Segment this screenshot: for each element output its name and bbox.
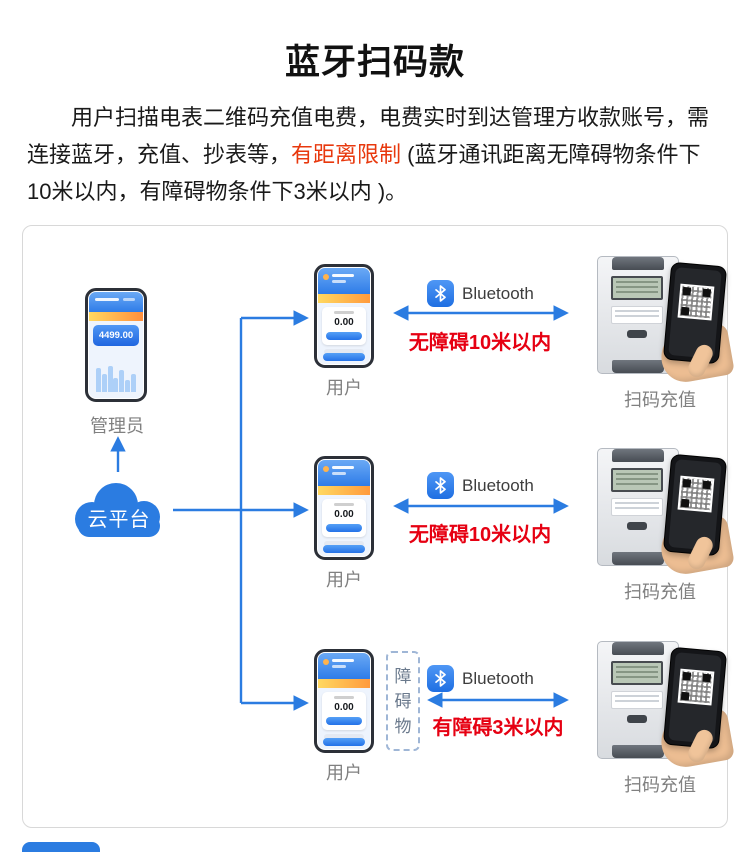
admin-app-header [89, 292, 143, 312]
user-phone-mockup: 0.00 [314, 264, 374, 368]
cloud-label: 云平台 [87, 509, 151, 531]
meter-photo [589, 254, 735, 386]
phone-banner [318, 294, 370, 303]
diagram-row-2: 0.00 用户 Bluetooth 无障碍10米以内 [23, 446, 735, 638]
bluetooth-icon [427, 472, 454, 499]
distance-note: 无障碍10米以内 [408, 332, 552, 354]
scanning-phone [662, 646, 728, 750]
admin-bar-chart [96, 360, 136, 392]
bluetooth-label: Bluetooth [462, 475, 534, 495]
obstacle-label: 障碍物 [394, 666, 412, 736]
distance-note: 无障碍10米以内 [408, 524, 552, 546]
meter-caption: 扫码充值 [624, 582, 696, 602]
intro-text-1: 用户扫描电表二维码充值电费，电费实时到达管理方收款账号，需连接蓝牙，充值、抄表等… [27, 105, 710, 167]
phone-balance-value: 0.00 [334, 509, 354, 520]
bluetooth-label: Bluetooth [462, 283, 534, 303]
qr-code [677, 668, 715, 706]
page-title: 蓝牙扫码款 [284, 43, 465, 82]
scanning-phone [662, 261, 728, 365]
bluetooth-label: Bluetooth [462, 668, 534, 688]
distance-note: 有障碍3米以内 [432, 717, 564, 739]
phone-balance-value: 0.00 [334, 702, 354, 713]
meter-lcd [611, 276, 663, 300]
bluetooth-icon [427, 665, 454, 692]
phone-banner [318, 486, 370, 495]
meter-photo [589, 446, 735, 578]
meter-caption: 扫码充值 [624, 390, 696, 410]
meter-photo [589, 639, 735, 771]
meter-sticker [611, 498, 663, 516]
intro-paragraph: 用户扫描电表二维码充值电费，电费实时到达管理方收款账号，需连接蓝牙，充值、抄表等… [27, 99, 723, 210]
phone-balance-card: 0.00 [322, 692, 366, 730]
phone-app-header [318, 460, 370, 486]
phone-balance-card: 0.00 [322, 499, 366, 537]
qr-code [677, 283, 715, 321]
admin-phone-mockup: 4499.00 [85, 288, 147, 402]
diagram-row-3: 0.00 用户 障碍物 Bluetooth 有障碍3米以内 [23, 639, 735, 831]
admin-app-banner [89, 312, 143, 321]
scanning-phone [662, 453, 728, 557]
phone-recharge-button [326, 332, 362, 340]
avatar [323, 659, 329, 665]
phone-banner [318, 679, 370, 688]
user-label: 用户 [326, 570, 362, 590]
meter-sticker [611, 691, 663, 709]
cloud-icon [75, 483, 160, 537]
user-label: 用户 [326, 763, 362, 783]
avatar [323, 274, 329, 280]
admin-balance-value: 4499.00 [98, 330, 134, 341]
phone-recharge-button [326, 524, 362, 532]
cloud-platform: 云平台 [64, 475, 174, 545]
meter-lcd [611, 661, 663, 685]
obstacle-box: 障碍物 [386, 651, 420, 751]
admin-balance-card: 4499.00 [93, 325, 139, 346]
phone-app-header [318, 653, 370, 679]
avatar [323, 466, 329, 472]
qr-code [677, 475, 715, 513]
phone-recharge-button [326, 717, 362, 725]
phone-balance-value: 0.00 [334, 317, 354, 328]
meter-button [627, 715, 647, 723]
phone-bottom-bar [323, 545, 365, 553]
diagram-row-1: 0.00 用户 Bluetooth 无障碍10米以内 [23, 254, 735, 446]
user-phone-mockup: 0.00 [314, 649, 374, 753]
meter-lcd [611, 468, 663, 492]
user-phone-mockup: 0.00 [314, 456, 374, 560]
diagram-panel: 4499.00 管理员 云平台 [22, 225, 735, 831]
meter-sticker [611, 306, 663, 324]
bluetooth-icon [427, 280, 454, 307]
meter-button [627, 330, 647, 338]
phone-bottom-bar [323, 353, 365, 361]
connector-arrows [110, 305, 569, 711]
phone-bottom-bar [323, 738, 365, 746]
user-label: 用户 [326, 378, 362, 398]
meter-caption: 扫码充值 [624, 775, 696, 795]
phone-app-header [318, 268, 370, 294]
phone-balance-card: 0.00 [322, 307, 366, 345]
meter-button [627, 522, 647, 530]
admin-label: 管理员 [90, 416, 144, 436]
bluetooth-badge: Bluetooth [427, 472, 534, 499]
bluetooth-badge: Bluetooth [427, 280, 534, 307]
intro-text-2: (蓝牙通讯距离无障碍物条件下10米以内，有障碍物条件下3米以内 )。 [27, 142, 701, 204]
next-section-peek [22, 842, 100, 852]
intro-highlight: 有距离限制 [291, 142, 402, 167]
bluetooth-badge: Bluetooth [427, 665, 534, 692]
